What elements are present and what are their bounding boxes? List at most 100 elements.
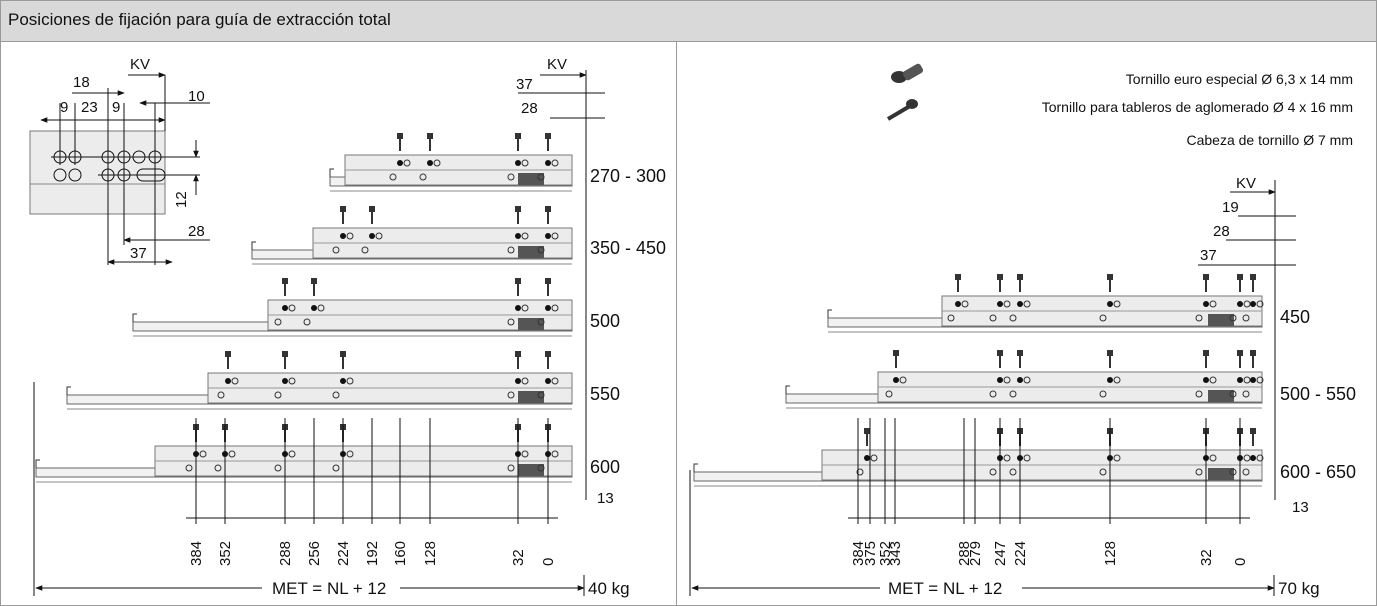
right-row-0-hole-lower (1229, 314, 1237, 322)
right-row-1-damper (1208, 390, 1234, 402)
left-row-2-hole-filled (311, 305, 317, 311)
dim-37: 37 (130, 245, 147, 262)
right-row-0-screw-head (955, 274, 961, 280)
left-row-4-damper (518, 464, 544, 476)
right-row-0-hole-lower (989, 314, 997, 322)
right-row-1-screw-head (1203, 350, 1209, 356)
right-size-labels: 450 500 - 550 600 - 650 (1280, 307, 1356, 482)
right-top-labels: KV 19 28 37 (1200, 175, 1256, 264)
right-row-2-hole-lower (1195, 468, 1203, 476)
right-row-1-hole-lower (1099, 390, 1107, 398)
size-600: 600 (590, 457, 620, 477)
left-row-2-hole-filled (282, 305, 288, 311)
left-row-4-hole (521, 450, 529, 458)
right-row-0-hole-filled (1107, 301, 1113, 307)
left-row-2-hole-filled (545, 305, 551, 311)
left-top-dims (518, 70, 605, 500)
left-row-2-screw-head (282, 278, 288, 284)
left-row-1-hole-filled (340, 233, 346, 239)
left-row-1-hole-lower (361, 246, 369, 254)
right-row-1-hole (1023, 376, 1031, 384)
right-dim-37: 37 (1200, 247, 1217, 264)
left-row-3-hole-lower (537, 391, 545, 399)
left-row-1-screw-head (545, 206, 551, 212)
left-bottom-dim-label: 160 (392, 541, 409, 566)
right-bottom-dim-label: 32 (1198, 549, 1215, 566)
left-row-1-hole (346, 232, 354, 240)
right-row-1-hole-filled (1017, 377, 1023, 383)
right-row-2-hole (1256, 454, 1264, 462)
left-row-0-hole-filled (515, 160, 521, 166)
right-row-0-hole-filled (1250, 301, 1256, 307)
right-row-0-hole-lower (947, 314, 955, 322)
legend-screw-head: Cabeza de tornillo Ø 7 mm (1186, 132, 1353, 148)
left-row-3-screw-head (515, 351, 521, 357)
left-met-formula: MET = NL + 12 (272, 579, 386, 598)
right-bottom-dim-label: 247 (992, 541, 1009, 566)
left-row-1-rail-hook (251, 241, 256, 250)
left-top-labels: KV 37 28 (516, 56, 567, 117)
right-row-1-screw-head (1107, 350, 1113, 356)
right-row-2-hole (1113, 454, 1121, 462)
right-row-0-hole-lower (1195, 314, 1203, 322)
left-row-2-screw-head (545, 278, 551, 284)
left-row-4-hole-lower (332, 464, 340, 472)
right-kv: KV (1236, 175, 1256, 192)
left-load: 40 kg (588, 579, 630, 598)
chipboard-screw-icon (886, 99, 918, 121)
right-row-2-hole-lower (1229, 468, 1237, 476)
right-row-1-hole-filled (1237, 377, 1243, 383)
left-row-1-hole-filled (545, 233, 551, 239)
dim-18: 18 (73, 74, 90, 91)
left-row-3-hole (288, 377, 296, 385)
header-bar: Posiciones de fijación para guía de extr… (1, 1, 1376, 42)
left-row-1-hole (551, 232, 559, 240)
left-row-2-hole-lower (537, 318, 545, 326)
right-row-2-hole-lower (1242, 468, 1250, 476)
right-row-0-screw-head (1017, 274, 1023, 280)
right-row-1-hole-filled (1203, 377, 1209, 383)
left-row-0-hole (433, 159, 441, 167)
left-dim-13: 13 (597, 490, 614, 507)
right-row-2-hole-filled (1250, 455, 1256, 461)
left-row-0-hole (403, 159, 411, 167)
right-row-0-hole-lower (1242, 314, 1250, 322)
left-13: 13 (597, 490, 614, 507)
page-title: Posiciones de fijación para guía de extr… (8, 10, 391, 29)
left-detail-labels: KV 18 9 23 9 10 12 28 37 (60, 56, 205, 262)
right-row-1-screw-head (1250, 350, 1256, 356)
right-row-0-hole-filled (955, 301, 961, 307)
right-row-1-hole (1113, 376, 1121, 384)
left-row-2-hole-lower (274, 318, 282, 326)
right-row-2-hole (1209, 454, 1217, 462)
left-row-1-screw-head (340, 206, 346, 212)
dim-10: 10 (188, 88, 205, 105)
left-row-2-screw-head (515, 278, 521, 284)
legend-euro-screw: Tornillo euro especial Ø 6,3 x 14 mm (1126, 71, 1353, 87)
left-row-0-hole-lower (419, 173, 427, 181)
right-row-0-hole (1023, 300, 1031, 308)
right-row-1-screw-head (893, 350, 899, 356)
left-row-1-hole-lower (507, 246, 515, 254)
right-row-1-hole (899, 376, 907, 384)
right-row-2-screw-head (864, 428, 870, 434)
size-270-300: 270 - 300 (590, 166, 666, 186)
size-450: 450 (1280, 307, 1310, 327)
left-row-3-rail-hook (66, 386, 71, 395)
right-row-2-damper (1208, 468, 1234, 480)
right-rails (693, 274, 1264, 487)
left-size-labels: 270 - 300 350 - 450 500 550 600 (590, 166, 666, 477)
left-row-4-hole (228, 450, 236, 458)
right-row-0-hole-lower (1009, 314, 1017, 322)
left-row-4-hole (288, 450, 296, 458)
right-row-0-screw-head (1237, 274, 1243, 280)
right-row-0-screw-head (997, 274, 1003, 280)
dim-9-b: 9 (112, 99, 120, 116)
left-row-4-hole (551, 450, 559, 458)
right-row-2-hole (1003, 454, 1011, 462)
left-row-3-hole (346, 377, 354, 385)
left-row-2-hole (288, 304, 296, 312)
right-row-1-hole-filled (1250, 377, 1256, 383)
left-row-3-screw-head (545, 351, 551, 357)
